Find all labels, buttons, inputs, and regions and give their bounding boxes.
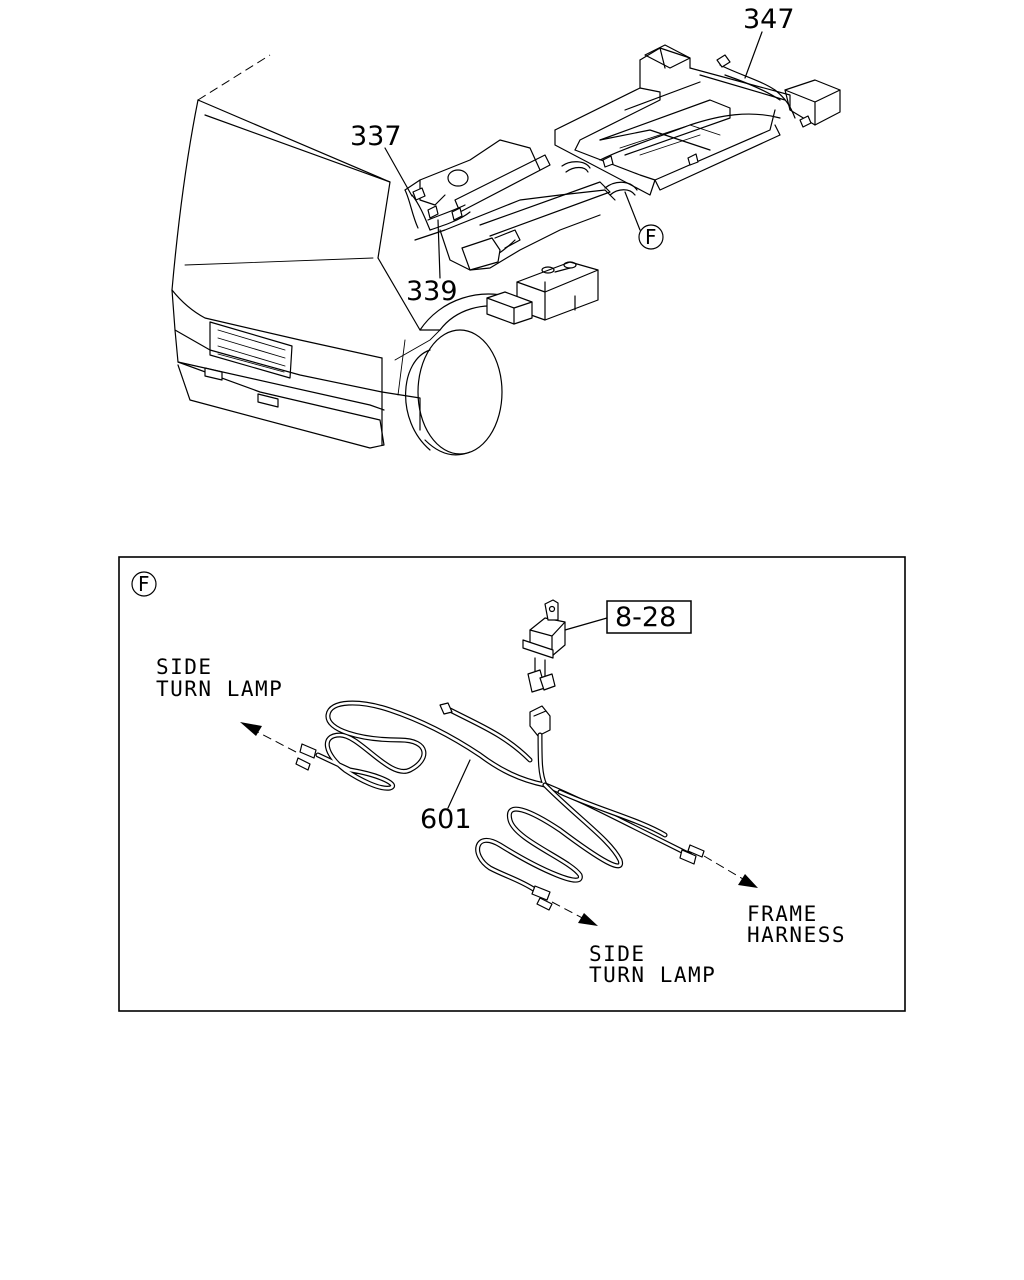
label-side-turn-lamp-bottom-1: SIDE	[589, 942, 646, 966]
detail-f-marker-label: F	[138, 572, 150, 596]
callout-339: 339	[406, 276, 458, 307]
ref-box-8-28	[606, 600, 692, 634]
callout-347: 347	[743, 4, 795, 35]
label-side-turn-lamp-left-1: SIDE	[156, 655, 213, 679]
label-side-turn-lamp-left-2: TURN LAMP	[156, 677, 283, 701]
detail-f-marker	[131, 571, 157, 597]
ref-box-label: 8-28	[615, 602, 676, 633]
ref-box-leader	[564, 617, 608, 631]
label-side-turn-lamp-bottom-2: TURN LAMP	[589, 963, 716, 987]
detail-f-frame	[118, 556, 906, 1012]
callout-leaders	[384, 31, 763, 279]
label-frame-harness-1: FRAME	[747, 902, 818, 926]
view-f-marker	[638, 224, 664, 250]
truck-illustration	[171, 44, 841, 456]
callout-337: 337	[350, 121, 402, 152]
leader-601	[447, 759, 471, 809]
direction-arrows	[240, 722, 758, 926]
harness-601	[295, 700, 705, 911]
view-f-marker-label: F	[645, 225, 657, 249]
label-frame-harness-2: HARNESS	[747, 923, 846, 947]
callout-601: 601	[420, 804, 472, 835]
relay-component	[522, 599, 566, 693]
